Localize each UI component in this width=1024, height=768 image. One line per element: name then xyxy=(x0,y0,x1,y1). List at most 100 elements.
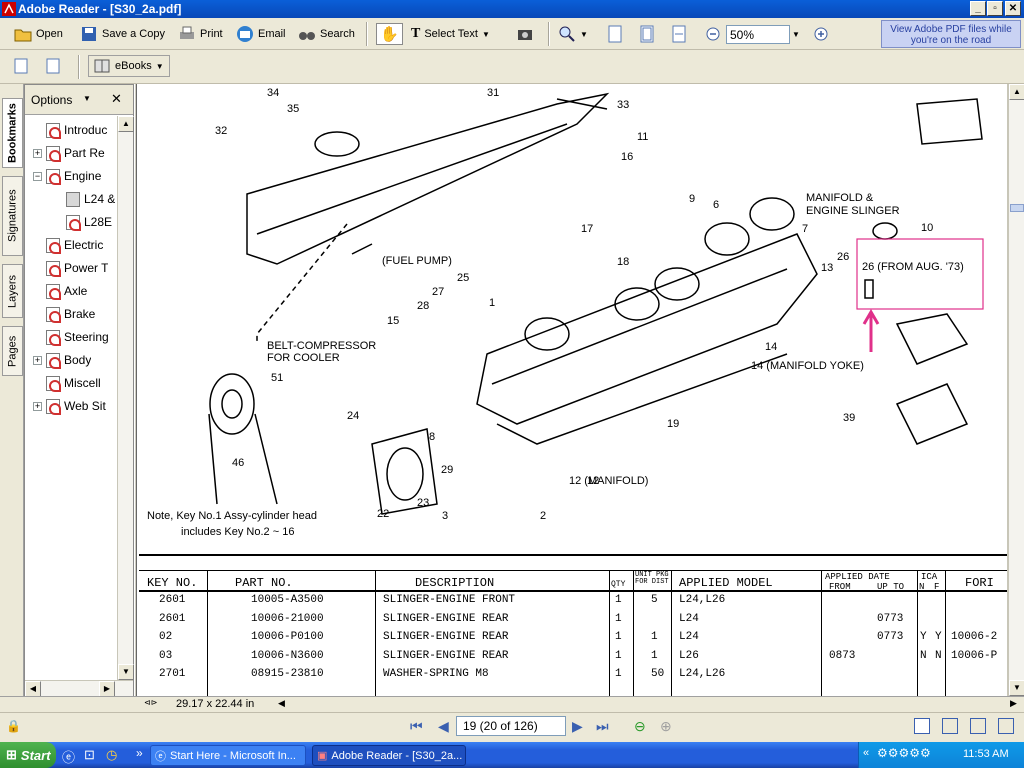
select-text-button[interactable]: T Select Text ▼ xyxy=(411,23,490,45)
outlook-quicklaunch-icon[interactable]: ⊡ xyxy=(84,747,95,762)
scroll-left-arrow[interactable]: ◀ xyxy=(25,681,41,697)
tray-app-icons[interactable]: ⚙⚙⚙⚙⚙ xyxy=(877,746,931,760)
viewer-scrollbar[interactable] xyxy=(1007,84,1008,696)
search-button[interactable]: Search xyxy=(298,23,355,45)
bookmarks-scrollbar[interactable]: ▲ ▼ xyxy=(117,116,134,680)
scroll-down-arrow[interactable]: ▼ xyxy=(1009,680,1024,696)
bookmark-item[interactable]: +Web Sit xyxy=(33,396,106,416)
chevron-down-icon[interactable]: ▼ xyxy=(481,29,490,39)
close-button[interactable]: ✕ xyxy=(1005,1,1021,16)
quicklaunch-more-icon[interactable]: » xyxy=(136,746,143,760)
expand-toggle[interactable]: − xyxy=(33,170,42,181)
email-button[interactable]: Email xyxy=(236,23,286,45)
last-page-button[interactable]: ⏭ xyxy=(596,718,609,734)
tab-signatures[interactable]: Signatures xyxy=(2,176,23,256)
hand-tool-button[interactable]: ✋ xyxy=(376,23,403,45)
close-pane-icon[interactable]: ✕ xyxy=(111,91,122,106)
chevron-down-icon[interactable]: ▼ xyxy=(580,29,588,39)
go-back-button[interactable]: ⊖ xyxy=(634,718,646,734)
mobile-promo-banner[interactable]: View Adobe PDF files while you're on the… xyxy=(881,20,1021,48)
cell-model: L24,L26 xyxy=(679,594,726,606)
actual-size-button[interactable] xyxy=(606,23,624,45)
ie-quicklaunch-icon[interactable]: ⓔ xyxy=(62,750,76,765)
continuous-facing-button[interactable] xyxy=(998,718,1014,734)
zoom-level-input[interactable]: 50% xyxy=(726,25,790,44)
go-forward-button[interactable]: ⊕ xyxy=(660,718,672,734)
scroll-thumb[interactable] xyxy=(1010,204,1024,212)
minimize-button[interactable]: _ xyxy=(970,1,986,16)
fit-width-button[interactable] xyxy=(670,23,688,45)
restore-button[interactable]: ▫ xyxy=(987,1,1003,16)
highlight-arrow xyxy=(862,309,880,352)
task-adobe-reader[interactable]: ▣Adobe Reader - [S30_2a... xyxy=(312,745,466,766)
bookmark-item[interactable]: −Engine xyxy=(33,166,101,186)
next-page-button[interactable]: ▶ xyxy=(572,718,583,734)
tray-expand-icon[interactable]: « xyxy=(863,747,870,759)
bookmark-item[interactable]: L28E xyxy=(53,212,112,232)
zoom-in-button[interactable] xyxy=(812,23,830,45)
print-button[interactable]: Print xyxy=(178,23,223,45)
viewer-vscrollbar[interactable]: ▲ ▼ xyxy=(1008,84,1024,696)
scroll-right-arrow[interactable]: ▶ xyxy=(1010,698,1017,708)
secondary-toolbar: eBooks ▼ xyxy=(0,50,1024,84)
expand-toggle[interactable]: + xyxy=(33,400,42,411)
chevron-down-icon[interactable]: ▼ xyxy=(83,94,91,103)
header-applied-date: APPLIED DATE xyxy=(825,572,890,582)
start-button[interactable]: ⊞ Start xyxy=(0,742,56,768)
scroll-up-arrow[interactable]: ▲ xyxy=(1009,84,1024,100)
cell-desc: SLINGER-ENGINE REAR xyxy=(383,631,509,643)
bookmark-item[interactable]: +Body xyxy=(33,350,91,370)
header-n: N xyxy=(919,582,925,592)
bookmark-item[interactable]: Brake xyxy=(33,304,95,324)
callout-number: 19 xyxy=(667,418,679,430)
options-menu[interactable]: Options xyxy=(31,93,73,107)
zoom-out-button[interactable] xyxy=(704,23,722,45)
scroll-right-arrow[interactable]: ▶ xyxy=(99,681,115,697)
expand-toggle[interactable]: + xyxy=(33,354,42,365)
scroll-left-arrow[interactable]: ◀ xyxy=(278,698,285,708)
tab-bookmarks[interactable]: Bookmarks xyxy=(2,98,23,168)
page-number-input[interactable]: 19 (20 of 126) xyxy=(456,716,566,736)
open-button[interactable]: Open xyxy=(14,23,63,45)
highlight-box xyxy=(856,238,984,310)
bookmark-item[interactable]: Power T xyxy=(33,258,108,278)
task-ie-label: Start Here - Microsoft In... xyxy=(170,749,296,762)
continuous-button[interactable] xyxy=(942,718,958,734)
scroll-up-arrow[interactable]: ▲ xyxy=(118,116,134,132)
first-page-button[interactable]: ⏮ xyxy=(410,718,423,734)
expand-toggle[interactable]: + xyxy=(33,147,42,158)
zoom-dropdown-button[interactable]: ▼ xyxy=(792,23,800,45)
bookmark-item[interactable]: Miscell xyxy=(33,373,101,393)
bookmark-item[interactable]: Axle xyxy=(33,281,87,301)
ebooks-button[interactable]: eBooks ▼ xyxy=(88,55,170,77)
previous-page-button[interactable]: ◀ xyxy=(438,718,449,734)
bookmark-item[interactable]: Electric xyxy=(33,235,103,255)
email-label: Email xyxy=(258,28,286,40)
rotate-ccw-button[interactable] xyxy=(44,55,62,77)
snapshot-button[interactable] xyxy=(516,23,534,45)
tab-layers[interactable]: Layers xyxy=(2,264,23,318)
bookmarks-hscrollbar[interactable]: ◀ ▶ xyxy=(25,680,133,697)
scroll-down-arrow[interactable]: ▼ xyxy=(118,664,134,680)
rotate-cw-button[interactable] xyxy=(12,55,30,77)
pdf-icon xyxy=(46,168,61,185)
cell-f: N xyxy=(935,649,942,662)
cell-key: 2601 xyxy=(159,612,186,625)
zoom-in-tool-button[interactable]: ▼ xyxy=(558,23,588,45)
save-copy-button[interactable]: Save a Copy xyxy=(80,23,165,45)
engine-slinger-part xyxy=(864,279,874,299)
fit-page-button[interactable] xyxy=(638,23,656,45)
fit-width-icon xyxy=(672,25,686,43)
tab-pages[interactable]: Pages xyxy=(2,326,23,376)
bookmark-item[interactable]: Introduc xyxy=(33,120,107,140)
bookmark-item[interactable]: Steering xyxy=(33,327,109,347)
callout-number: 25 xyxy=(457,272,469,284)
clock-quicklaunch-icon[interactable]: ◷ xyxy=(106,747,118,762)
document-viewer[interactable]: MANIFOLD & ENGINE SLINGER (FUEL PUMP) 26… xyxy=(136,84,1008,696)
bookmark-item[interactable]: L24 & xyxy=(53,189,115,209)
facing-button[interactable] xyxy=(970,718,986,734)
single-page-button[interactable] xyxy=(914,718,930,734)
bookmark-item[interactable]: +Part Re xyxy=(33,143,105,163)
